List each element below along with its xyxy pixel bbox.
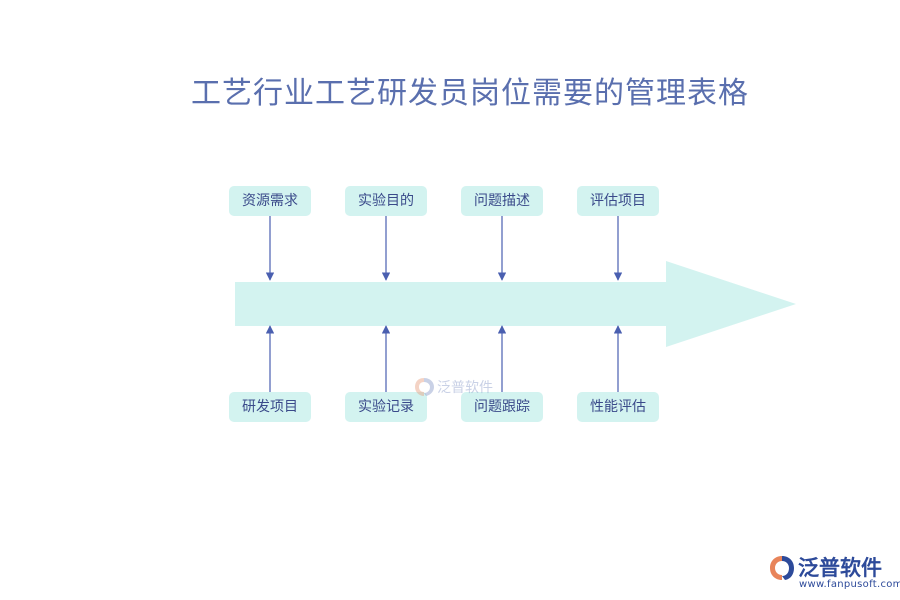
node-bottom-4: 性能评估 <box>577 392 659 422</box>
brand-logo-url: www.fanpusoft.com <box>799 579 900 590</box>
node-top-1: 资源需求 <box>229 186 311 216</box>
page-title: 工艺行业工艺研发员岗位需要的管理表格 <box>191 76 749 111</box>
node-top-3: 问题描述 <box>461 186 543 216</box>
node-bottom-2: 实验记录 <box>345 392 427 422</box>
watermark-logo-icon <box>415 378 434 396</box>
watermark-text: 泛普软件 <box>437 380 493 396</box>
brand-logo-text: 泛普软件 <box>798 556 882 580</box>
node-top-2: 实验目的 <box>345 186 427 216</box>
main-arrow <box>235 261 796 347</box>
brand-logo: 泛普软件 www.fanpusoft.com <box>768 552 900 594</box>
node-bottom-1: 研发项目 <box>229 392 311 422</box>
node-top-4: 评估项目 <box>577 186 659 216</box>
node-bottom-3: 问题跟踪 <box>461 392 543 422</box>
brand-logo-icon <box>770 556 794 580</box>
watermark: 泛普软件 <box>413 376 513 402</box>
